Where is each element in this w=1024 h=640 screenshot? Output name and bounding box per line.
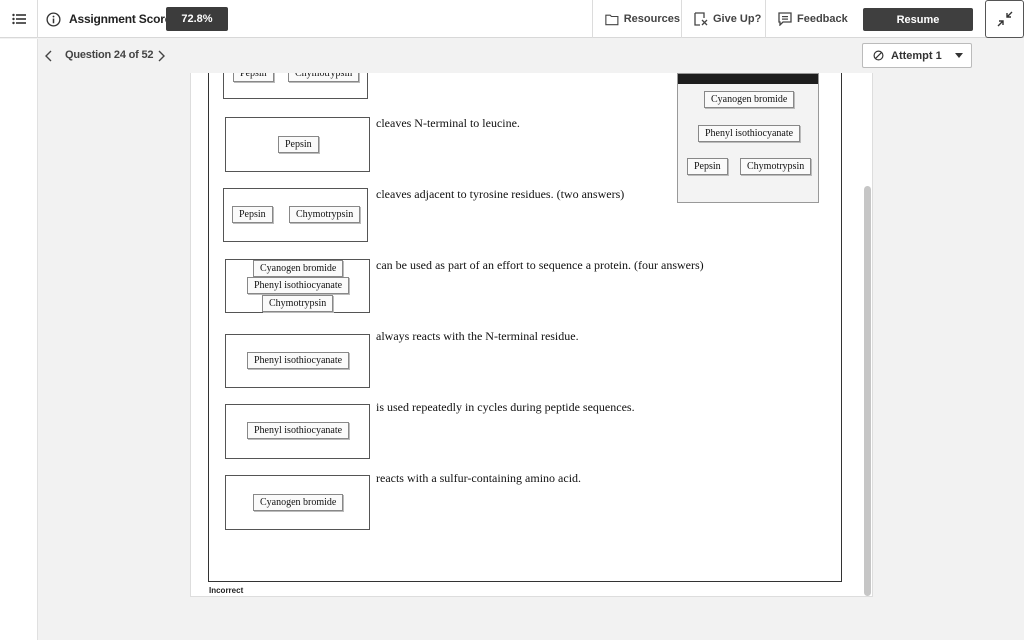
left-gutter	[0, 39, 38, 640]
drop-zone[interactable]: Pepsin Chymotrypsin	[223, 188, 368, 242]
answer-chip[interactable]: Chymotrypsin	[289, 206, 361, 223]
feedback-icon	[778, 12, 792, 26]
answer-chip[interactable]: Pepsin	[232, 206, 273, 223]
answer-chip[interactable]: Pepsin	[278, 136, 319, 153]
give-up-button[interactable]: Give Up?	[681, 0, 765, 38]
question-counter: Question 24 of 52	[65, 49, 154, 61]
status-text: Incorrect	[209, 586, 244, 595]
drop-zone[interactable]: Cyanogen bromide Phenyl isothiocyanate C…	[225, 259, 370, 313]
resources-label: Resources	[623, 13, 680, 25]
give-up-icon	[694, 12, 708, 26]
answer-chip[interactable]: Phenyl isothiocyanate	[247, 422, 350, 439]
resume-button[interactable]: Resume	[863, 8, 973, 31]
statement-text: cleaves adjacent to tyrosine residues. (…	[376, 187, 625, 201]
question-nav: Question 24 of 52 Attempt 1	[38, 39, 1024, 73]
folder-icon	[605, 14, 619, 25]
statement-text: always reacts with the N-terminal residu…	[376, 329, 579, 343]
drop-zone[interactable]: Cyanogen bromide	[225, 475, 370, 530]
resources-button[interactable]: Resources	[592, 0, 680, 38]
answer-bank: Cyanogen bromide Phenyl isothiocyanate P…	[677, 73, 819, 203]
list-icon	[11, 13, 26, 25]
answer-chip[interactable]: Cyanogen bromide	[704, 91, 795, 108]
answer-chip[interactable]: Cyanogen bromide	[253, 260, 344, 277]
statement-text: reacts with a sulfur-containing amino ac…	[376, 471, 582, 485]
drop-zone[interactable]: Pepsin	[225, 117, 370, 172]
assignment-score-label: Assignment Score:	[69, 12, 175, 26]
collapse-button[interactable]	[985, 0, 1024, 38]
drop-zone-partial[interactable]: Pepsin Chymotrypsin	[223, 73, 368, 99]
answer-chip[interactable]: Phenyl isothiocyanate	[247, 352, 350, 369]
question-panel: Pepsin Chymotrypsin Pepsin cleaves N-ter…	[190, 73, 873, 597]
panel-scrollbar[interactable]	[864, 186, 871, 596]
info-icon	[46, 11, 61, 27]
statement-text: can be used as part of an effort to sequ…	[376, 258, 704, 272]
answer-chip[interactable]: Pepsin	[233, 73, 274, 82]
answer-chip[interactable]: Pepsin	[687, 158, 728, 175]
feedback-button[interactable]: Feedback	[765, 0, 855, 38]
top-bar: Assignment Score: 72.8% Resources Give U…	[0, 0, 1024, 38]
drop-zone[interactable]: Phenyl isothiocyanate	[225, 404, 370, 459]
give-up-label: Give Up?	[713, 13, 762, 25]
attempt-select[interactable]: Attempt 1	[862, 43, 972, 68]
attempt-label: Attempt 1	[891, 49, 942, 62]
no-entry-icon	[873, 50, 884, 61]
answer-chip[interactable]: Chymotrypsin	[288, 73, 360, 82]
answer-chip[interactable]: Phenyl isothiocyanate	[698, 125, 801, 142]
answer-chip[interactable]: Phenyl isothiocyanate	[247, 277, 350, 294]
answer-chip[interactable]: Chymotrypsin	[262, 295, 334, 312]
collapse-icon	[997, 11, 1012, 27]
question-frame: Pepsin Chymotrypsin Pepsin cleaves N-ter…	[208, 73, 842, 582]
statement-text: is used repeatedly in cycles during pept…	[376, 400, 635, 414]
assignment-score-badge: 72.8%	[166, 7, 228, 31]
chevron-left-icon[interactable]	[44, 49, 54, 63]
chevron-right-icon[interactable]	[156, 49, 166, 63]
answer-chip[interactable]: Chymotrypsin	[740, 158, 812, 175]
feedback-label: Feedback	[797, 13, 848, 25]
menu-button[interactable]	[0, 0, 38, 38]
statement-text: cleaves N-terminal to leucine.	[376, 116, 520, 130]
drop-zone[interactable]: Phenyl isothiocyanate	[225, 334, 370, 388]
assignment-score: Assignment Score:	[46, 10, 175, 28]
answer-bank-header	[678, 74, 818, 84]
answer-chip[interactable]: Cyanogen bromide	[253, 494, 344, 511]
caret-down-icon	[955, 53, 963, 58]
